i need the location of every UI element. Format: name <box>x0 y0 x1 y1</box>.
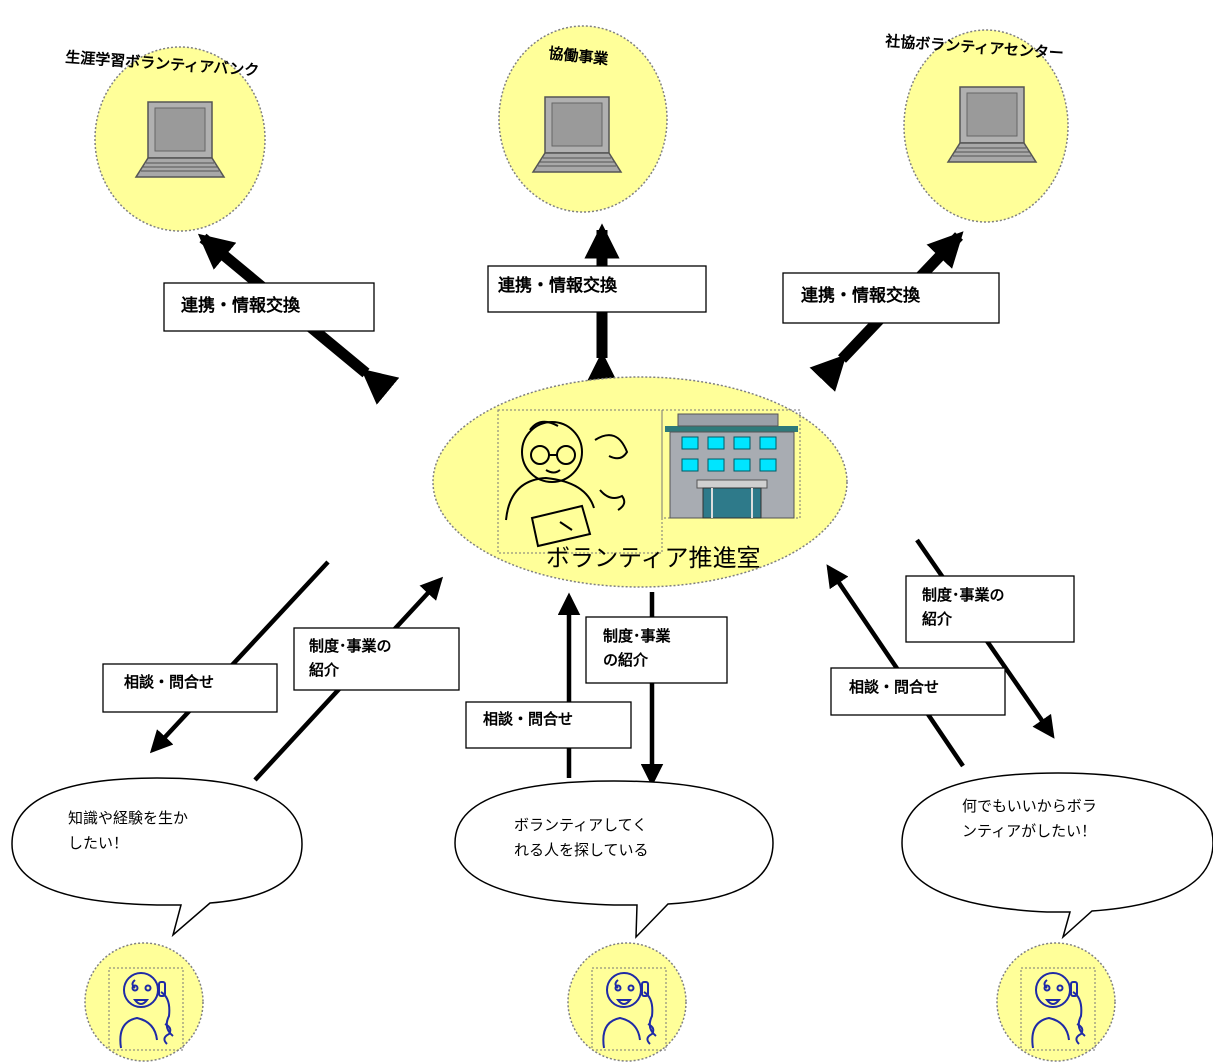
arrow-left-down <box>149 560 330 754</box>
exchange-label-left: 連携・情報交換 <box>163 282 375 332</box>
svg-text:紹介: 紹介 <box>922 610 953 628</box>
svg-text:連携・情報交換: 連携・情報交換 <box>801 285 921 306</box>
svg-text:連携・情報交換: 連携・情報交換 <box>498 275 618 296</box>
svg-text:制度･事業の: 制度･事業の <box>309 637 392 655</box>
svg-text:連携・情報交換: 連携・情報交換 <box>181 295 301 316</box>
laptop-icon <box>532 96 622 173</box>
svg-text:相談・問合せ: 相談・問合せ <box>124 673 214 691</box>
svg-text:制度･事業の: 制度･事業の <box>922 586 1005 604</box>
node-social-welfare-center: 社協ボランティアセンター <box>884 29 1069 223</box>
hub-title: ボランティア推進室 <box>546 544 761 572</box>
label-left-intro: 制度･事業の 紹介 <box>293 627 460 691</box>
svg-text:相談・問合せ: 相談・問合せ <box>483 710 573 728</box>
label-center-consult: 相談・問合せ <box>465 701 632 749</box>
speech-bubble-left: 知識や経験を生か したい！ <box>11 777 303 938</box>
label-right-consult: 相談・問合せ <box>830 667 1006 716</box>
svg-text:紹介: 紹介 <box>309 661 340 679</box>
svg-text:何でもいいからボラ: 何でもいいからボラ <box>962 797 1097 815</box>
label-left-consult: 相談・問合せ <box>102 663 278 713</box>
svg-text:ボランティアしてく: ボランティアしてく <box>514 816 647 834</box>
laptop-icon <box>135 101 225 178</box>
person-node-center <box>567 942 687 1062</box>
svg-text:知識や経験を生か: 知識や経験を生か <box>68 809 188 827</box>
svg-text:の紹介: の紹介 <box>603 651 649 669</box>
svg-text:れる人を探している: れる人を探している <box>514 841 649 859</box>
svg-text:相談・問合せ: 相談・問合せ <box>849 678 939 696</box>
arrow-right-up <box>826 564 965 768</box>
node-collaboration-project: 協働事業 <box>498 25 668 213</box>
node-volunteer-bank: 生涯学習ボランティアバンク <box>65 46 266 232</box>
speech-bubble-center: ボランティアしてく れる人を探している <box>454 780 774 939</box>
label-right-intro: 制度･事業の 紹介 <box>905 575 1075 643</box>
exchange-label-center: 連携・情報交換 <box>487 265 707 313</box>
staff-on-phone-icon <box>497 409 663 554</box>
office-building-icon <box>661 409 801 519</box>
svg-text:ンティアがしたい！: ンティアがしたい！ <box>962 822 1096 840</box>
svg-text:制度･事業: 制度･事業 <box>603 627 672 645</box>
hub-volunteer-promotion-office: ボランティア推進室 <box>432 376 848 588</box>
person-node-left <box>84 942 204 1062</box>
person-node-right <box>996 942 1116 1062</box>
speech-bubble-right: 何でもいいからボラ ンティアがしたい！ <box>901 772 1213 940</box>
exchange-label-right: 連携・情報交換 <box>782 272 1000 324</box>
label-center-intro: 制度･事業 の紹介 <box>585 616 728 684</box>
svg-text:したい！: したい！ <box>68 834 128 852</box>
laptop-icon <box>947 86 1037 163</box>
